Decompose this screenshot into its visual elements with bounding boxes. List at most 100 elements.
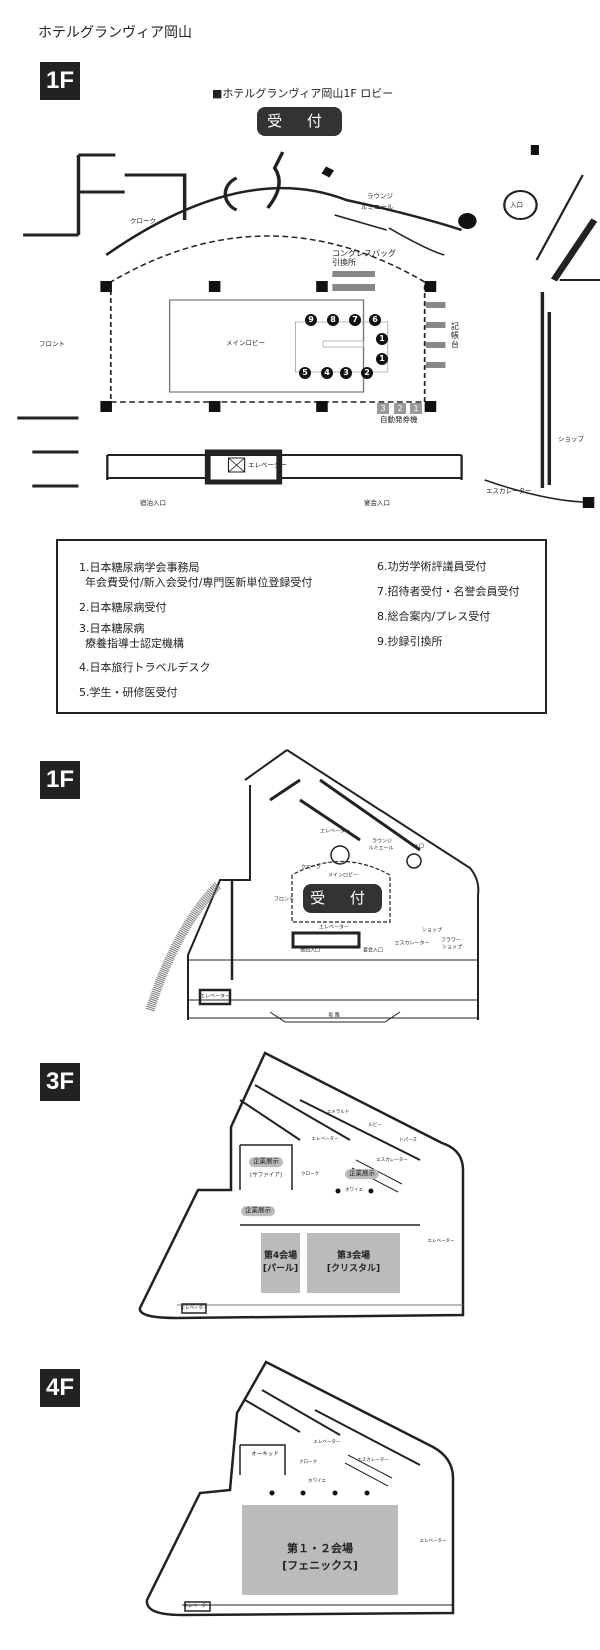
hall-4-sub: [パール] <box>262 1264 299 1274</box>
floor-plan-1f-lobby <box>17 145 600 508</box>
booth-5: 5 <box>299 367 311 379</box>
hall-1-2-name: 第１・２会場 <box>287 1542 353 1555</box>
hall-4-name: 第4会場 <box>263 1251 298 1261</box>
ticket-machine-1: 1 <box>410 403 422 414</box>
label-elevator-4f: エレベーター <box>313 1439 341 1445</box>
hall-3-name: 第3会場 <box>336 1251 371 1261</box>
label-elevator-overview: エレベーター <box>319 828 351 835</box>
label-entrance: 入口 <box>510 201 523 209</box>
reception-label-overview: 受 付 <box>303 884 382 913</box>
legend-item-6: 6.功労学術評議員受付 <box>377 560 487 573</box>
floor-badge-1f-overview: 1F <box>40 761 80 799</box>
hall-3: 第3会場 [クリスタル] <box>307 1250 400 1276</box>
ticket-machine-2: 2 <box>394 403 406 414</box>
hall-3-sub: [クリスタル] <box>326 1264 381 1274</box>
label-shop: ショップ <box>558 435 584 443</box>
legend-item-9: 9.抄録引換所 <box>377 635 443 648</box>
label-cloak-4f: クローク <box>299 1459 317 1465</box>
floor-badge-1f: 1F <box>40 62 80 100</box>
page-title: ホテルグランヴィア岡山 <box>38 25 192 41</box>
label-cloak-3f: クローク <box>301 1171 319 1177</box>
booth-4: 4 <box>321 367 333 379</box>
label-congress-bag-1: コングレスバッグ <box>332 249 396 258</box>
reception-label: 受 付 <box>257 107 342 136</box>
label-front: フロント <box>39 340 65 348</box>
booth-6: 6 <box>369 314 381 326</box>
label-elevator: エレベーター <box>248 461 287 469</box>
label-elevator2-3f: エレベーター <box>427 1238 455 1244</box>
exhibit-badge-1: 企業展示 <box>249 1157 283 1167</box>
elevator-core <box>204 449 283 485</box>
label-elevator2-overview: エレベーター <box>318 924 350 931</box>
booth-7: 7 <box>349 314 361 326</box>
label-banquet-entrance: 宴会入口 <box>364 499 390 507</box>
label-entrance-overview: 入口 <box>413 843 425 850</box>
legend-item-3-detail: 療養指導士認定機構 <box>85 637 184 650</box>
label-elevator3-3f: エレベーター <box>180 1305 208 1311</box>
label-lodging-entrance: 宿泊入口 <box>140 499 166 507</box>
label-elevator-3f: エレベーター <box>311 1136 339 1142</box>
booth-3: 3 <box>340 367 352 379</box>
hall-3-area <box>307 1233 400 1293</box>
legend-item-1: 1.日本糖尿病学会事務局 <box>79 561 200 574</box>
writing-desks <box>425 302 446 368</box>
label-ticket-machine: 自動発券機 <box>380 415 418 424</box>
label-shop-overview: ショップ <box>421 927 443 934</box>
label-main-lobby-overview: メインロビー <box>327 872 359 879</box>
label-elevator3-4f: エレベーター <box>183 1603 211 1609</box>
booth-1b: 1 <box>376 353 388 365</box>
label-front-overview: フロント <box>273 896 295 903</box>
label-lounge-overview-2: ルミエール <box>368 845 394 852</box>
label-topaz: トパーズ <box>399 1137 417 1143</box>
lobby-boundary <box>109 235 426 403</box>
label-escalator: エスカレーター <box>486 487 532 495</box>
legend-item-3: 3.日本糖尿病 <box>79 622 145 635</box>
label-foyer-4f: ホワイエ <box>308 1478 326 1484</box>
label-ramp: 坂 路 <box>328 1012 340 1019</box>
label-foyer-3f: ホワイエ <box>345 1187 363 1193</box>
label-elevator2-4f: エレベーター <box>419 1538 447 1544</box>
hall-4: 第4会場 [パール] <box>261 1250 300 1276</box>
label-escalator-3f: エスカレーター <box>376 1157 408 1163</box>
booth-1a: 1 <box>376 333 388 345</box>
floor-plan-1f-overview <box>145 749 480 1023</box>
hall-1-2-sub: [フェニックス] <box>282 1559 358 1572</box>
entrance-revolving-door <box>503 190 538 220</box>
booth-9: 9 <box>305 314 317 326</box>
label-lounge-overview-1: ラウンジ <box>371 838 393 845</box>
legend-item-1-detail: 年会費受付/新入会受付/専門医新単位登録受付 <box>85 576 313 589</box>
label-cloak: クローク <box>130 217 156 225</box>
label-main-lobby: メインロビー <box>226 339 265 347</box>
label-orchid: オーキッド <box>251 1451 279 1458</box>
label-cloak-overview: クローク <box>300 864 322 871</box>
label-flower-shop-1: フラワー <box>440 937 462 944</box>
columns <box>100 281 437 412</box>
label-emerald: エメラルド <box>326 1109 350 1115</box>
label-flower-shop-2: ショップ <box>441 944 463 951</box>
legend-item-5: 5.学生・研修医受付 <box>79 686 178 699</box>
plan-caption: ■ホテルグランヴィア岡山1F ロビー <box>212 87 394 100</box>
exhibit-badge-2: 企業展示 <box>345 1169 379 1179</box>
exhibit-badge-3: 企業展示 <box>241 1206 275 1216</box>
label-writing-desk: 記帳台 <box>451 322 459 349</box>
label-lounge-1: ラウンジ <box>367 192 393 200</box>
floor-badge-3f: 3F <box>40 1063 80 1101</box>
label-congress-bag-2: 引換所 <box>332 258 356 267</box>
booth-legend: 1.日本糖尿病学会事務局 年会費受付/新入会受付/専門医新単位登録受付 2.日本… <box>56 539 547 714</box>
label-ruby: ルビー <box>368 1122 382 1128</box>
legend-item-8: 8.総合案内/プレス受付 <box>377 610 491 623</box>
label-banquet-entrance-overview: 宴会入口 <box>362 947 384 954</box>
label-escalator-4f: エスカレーター <box>357 1457 389 1463</box>
hall-1-2: 第１・２会場 [フェニックス] <box>242 1540 398 1574</box>
floor-badge-4f: 4F <box>40 1369 80 1407</box>
booth-2: 2 <box>361 367 373 379</box>
hall-4-area <box>261 1233 300 1293</box>
hall-1-2-area <box>242 1505 398 1595</box>
label-escalator-overview: エスカレーター <box>394 940 430 947</box>
label-sapphire: [サファイア] <box>250 1172 282 1179</box>
legend-item-2: 2.日本糖尿病受付 <box>79 601 167 614</box>
ticket-machine-3: 3 <box>377 403 389 414</box>
booth-8: 8 <box>327 314 339 326</box>
legend-item-4: 4.日本旅行トラベルデスク <box>79 661 211 674</box>
